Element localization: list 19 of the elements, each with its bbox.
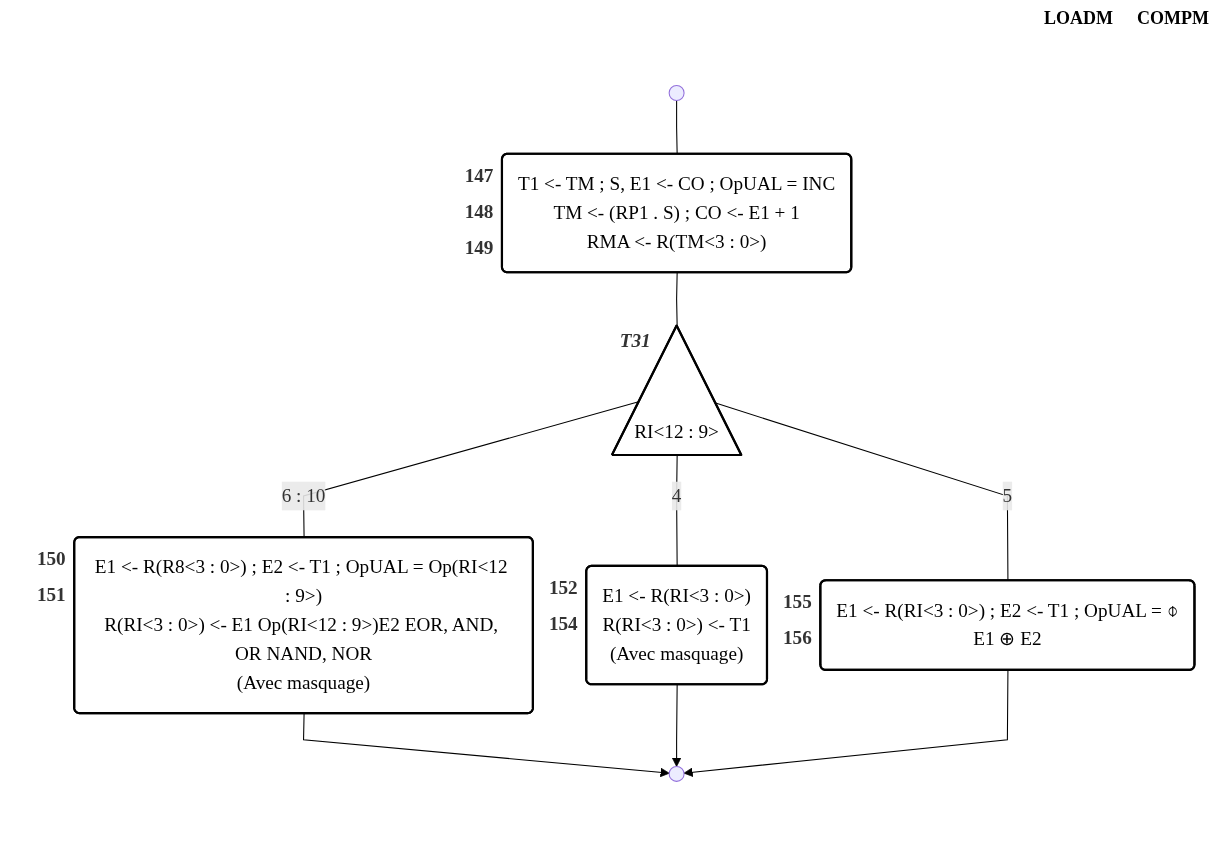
test-label: T31: [619, 329, 651, 351]
edge-label: 4: [671, 484, 681, 506]
line-number: 149: [464, 236, 493, 258]
line-number: 156: [782, 626, 812, 648]
line-number: 150: [36, 547, 66, 569]
connector: [675, 271, 678, 327]
arrow: [671, 683, 681, 767]
arrow: [302, 712, 670, 777]
line-number: 155: [782, 590, 812, 612]
edge-label: 5: [1002, 484, 1012, 506]
line-number: 154: [548, 612, 578, 634]
line-number: 152: [548, 576, 578, 598]
line-number: 148: [464, 200, 493, 222]
line-number: 147: [464, 164, 493, 186]
line-number: 151: [36, 583, 66, 605]
branch-label: COMPM: [1137, 8, 1209, 28]
branch-label: LOADM: [1044, 8, 1113, 28]
edge-label: 6 : 10: [281, 484, 325, 506]
arrow: [683, 669, 1008, 777]
